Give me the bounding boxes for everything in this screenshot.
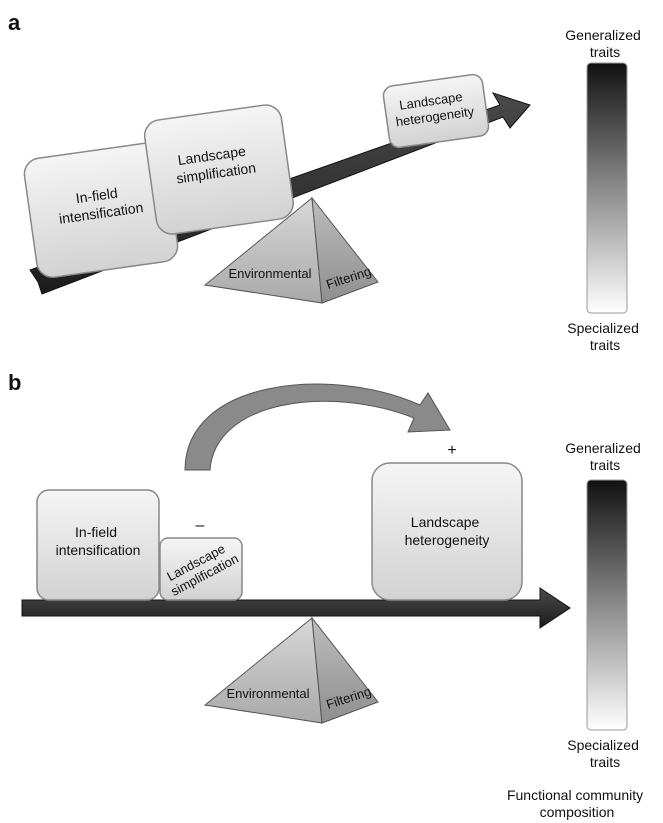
panel-b-beam-arrow — [21, 587, 571, 629]
panel-b-trait-scale: Generalized traits Specialized traits — [565, 440, 644, 770]
panel-b-in-field-line1: In-field — [75, 524, 117, 540]
footer-line1: Functional community — [507, 787, 643, 803]
panel-b-specialized-line1: Specialized — [567, 737, 639, 753]
panel-b-plus-sign: + — [447, 442, 456, 459]
panel-a-label: a — [8, 10, 21, 35]
svg-text:In-field intensificati: In-field intensification — [56, 524, 141, 558]
panel-a: a Environmental Filtering In-field inten… — [8, 10, 644, 353]
panel-a-generalized-line2: traits — [590, 44, 620, 60]
panel-b-fulcrum: Environmental Filtering — [203, 616, 379, 724]
panel-a-gradient-bar — [586, 62, 628, 314]
svg-text:Specialized traits: Specialized traits — [567, 320, 643, 353]
panel-a-specialized-line1: Specialized — [567, 320, 639, 336]
panel-b-gradient-bar — [586, 479, 628, 731]
svg-text:Generalized traits: Generalized traits — [565, 27, 644, 60]
svg-text:Functional community com: Functional community composition — [507, 787, 647, 820]
panel-b-generalized-line1: Generalized — [565, 440, 641, 456]
panel-b: b Environmental Filtering In-field inten… — [8, 370, 647, 820]
panel-b-box-in-field: In-field intensification — [36, 489, 160, 601]
panel-a-specialized-line2: traits — [590, 337, 620, 353]
panel-b-heterogeneity-line2: heterogeneity — [405, 532, 490, 548]
svg-text:Generalized traits: Generalized traits — [565, 440, 644, 473]
panel-a-box-simplification: Landscape simplification — [143, 104, 294, 235]
panel-b-label: b — [8, 370, 21, 395]
panel-b-heterogeneity-line1: Landscape — [411, 514, 480, 530]
svg-text:Specialized traits: Specialized traits — [567, 737, 643, 770]
footer-line2: composition — [540, 804, 615, 820]
panel-b-minus-sign: – — [196, 517, 205, 534]
panel-b-box-heterogeneity: Landscape heterogeneity — [371, 462, 523, 601]
panel-a-fulcrum: Environmental Filtering — [203, 196, 379, 304]
panel-b-fulcrum-environmental: Environmental — [226, 686, 309, 701]
panel-b-generalized-line2: traits — [590, 457, 620, 473]
svg-text:Landscape heterogeneit: Landscape heterogeneity — [405, 514, 490, 548]
panel-a-in-field-line1: In-field — [75, 185, 119, 207]
panel-a-trait-scale: Generalized traits Specialized traits — [565, 27, 644, 353]
panel-b-specialized-line2: traits — [590, 754, 620, 770]
panel-a-fulcrum-environmental: Environmental — [228, 266, 311, 281]
panel-b-in-field-line2: intensification — [56, 542, 141, 558]
panel-a-generalized-line1: Generalized — [565, 27, 641, 43]
panel-b-box-simplification: Landscape simplification — [159, 537, 243, 601]
panel-b-curved-arrow — [184, 383, 451, 471]
panel-a-box-heterogeneity: Landscape heterogeneity — [382, 73, 490, 149]
